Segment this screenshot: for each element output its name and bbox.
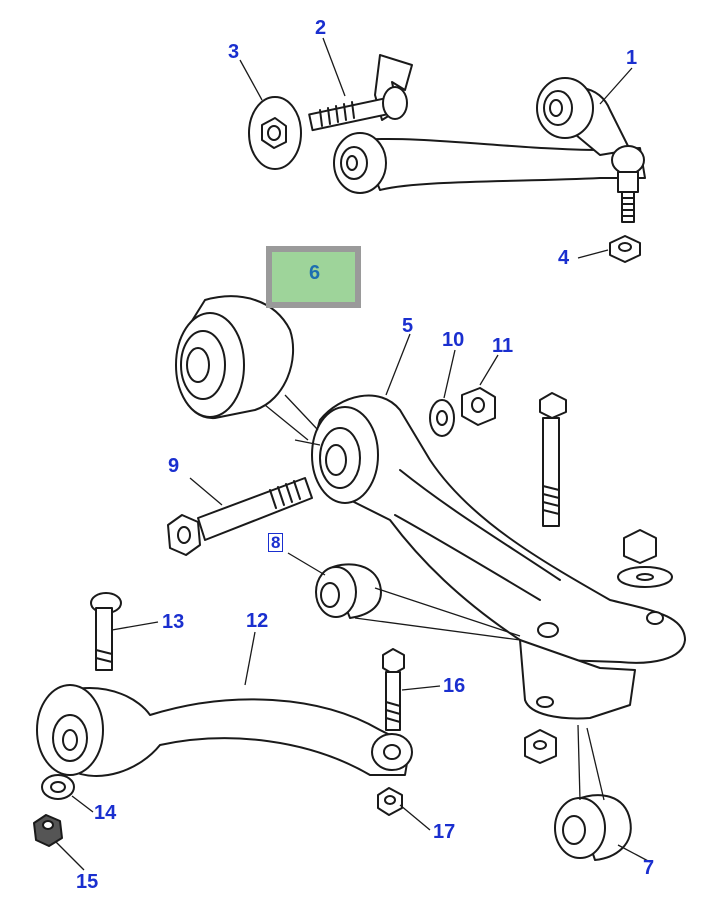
callout-16[interactable]: 16 — [443, 675, 466, 697]
callout-11[interactable]: 11 — [492, 335, 514, 357]
callout-3[interactable]: 3 — [228, 41, 240, 63]
leader-lines — [55, 37, 651, 871]
bush-8[interactable] — [315, 563, 382, 619]
nut-17[interactable] — [377, 787, 403, 816]
callout-13[interactable]: 13 — [162, 611, 185, 633]
callout-10[interactable]: 10 — [442, 329, 465, 351]
callout-7[interactable]: 7 — [643, 857, 655, 879]
bolt-cam-bracket[interactable] — [308, 54, 413, 132]
lower-arm-12[interactable] — [36, 684, 413, 777]
callout-9[interactable]: 9 — [168, 455, 180, 477]
callout-12[interactable]: 12 — [246, 610, 269, 632]
callout-2[interactable]: 2 — [315, 17, 327, 39]
callout-14[interactable]: 14 — [94, 802, 117, 824]
callout-15[interactable]: 15 — [76, 871, 99, 893]
washer-10[interactable] — [429, 399, 455, 437]
bolt-13[interactable] — [90, 592, 122, 671]
nut-under-wishbone[interactable] — [524, 729, 557, 764]
callout-4[interactable]: 4 — [558, 247, 570, 269]
nut-4[interactable] — [609, 235, 641, 263]
nut-15[interactable] — [33, 814, 63, 847]
callout-1[interactable]: 1 — [626, 47, 638, 69]
bolt-16[interactable] — [382, 648, 405, 731]
vertical-bolt-right[interactable] — [539, 392, 673, 588]
lower-wishbone[interactable] — [311, 394, 686, 720]
washer-14[interactable] — [41, 774, 75, 800]
callout-8[interactable]: 8 — [268, 533, 284, 552]
bush-6[interactable] — [175, 295, 295, 420]
bolt-9[interactable] — [167, 477, 313, 556]
selected-part-highlight[interactable]: 6 — [266, 246, 361, 308]
upper-control-arm[interactable] — [333, 77, 646, 223]
washer-with-nut[interactable] — [248, 96, 302, 170]
callout-5[interactable]: 5 — [402, 315, 414, 337]
nut-11[interactable] — [461, 387, 496, 426]
callout-6-label: 6 — [309, 262, 321, 284]
callout-17[interactable]: 17 — [433, 821, 456, 843]
bush-7[interactable] — [554, 794, 632, 861]
